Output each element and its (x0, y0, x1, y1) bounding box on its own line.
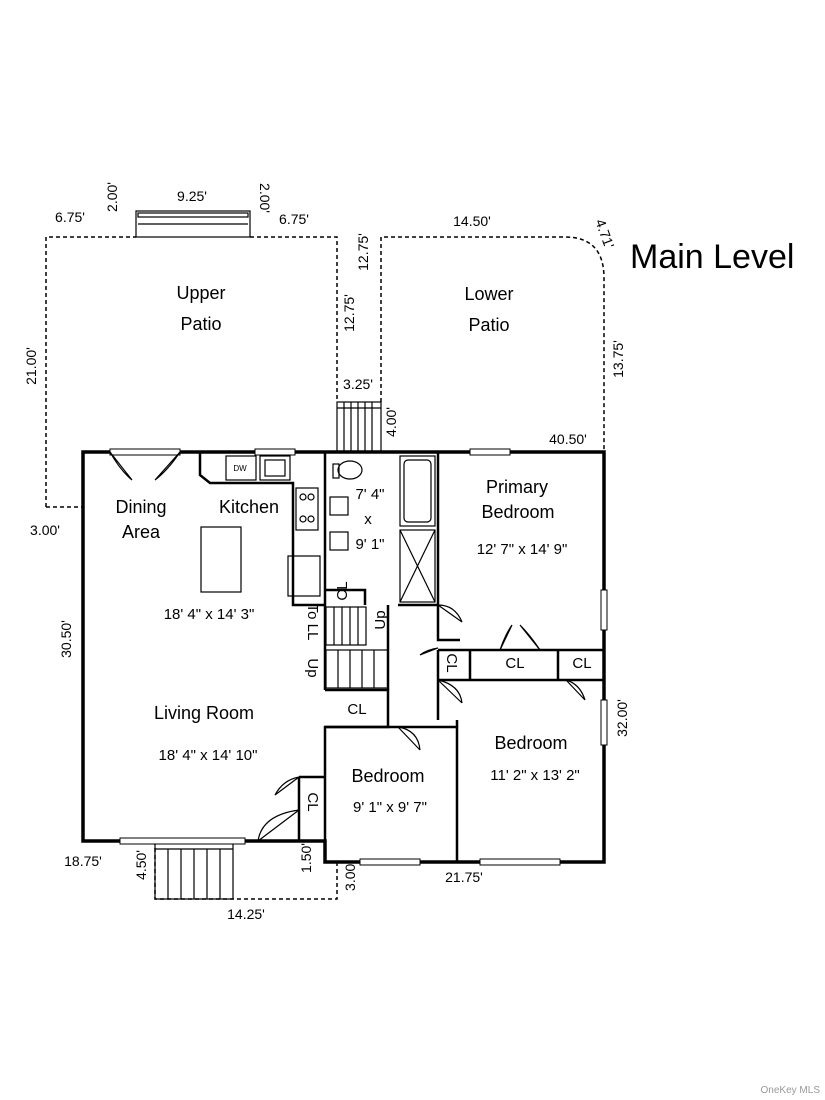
lower-patio-label-2: Patio (468, 315, 509, 335)
dim-upper-left-side: 21.00' (23, 347, 39, 385)
kitchen-size: 18' 4" x 14' 3" (164, 606, 255, 623)
primary-size: 12' 7" x 14' 9" (477, 541, 568, 558)
windows (109, 448, 608, 866)
upper-patio-label-2: Patio (180, 314, 221, 334)
watermark: OneKey MLS (761, 1085, 821, 1096)
dim-upper-right-side: 12.75' (341, 294, 357, 332)
kitchen-appliances (225, 455, 321, 597)
dim-step-right: 2.00' (257, 183, 273, 213)
interior-stairs (325, 606, 389, 689)
bedroom2-label: Bedroom (494, 733, 567, 753)
bedroom3-size: 9' 1" x 9' 7" (353, 799, 427, 816)
dim-upper-left: 6.75' (55, 209, 85, 225)
bedroom2-size: 11' 2" x 13' 2" (490, 767, 580, 784)
closet-primary: CL (505, 655, 524, 672)
patio-steps (336, 401, 382, 453)
dim-lower-corner: 4.71' (592, 217, 617, 251)
living-label: Living Room (154, 703, 254, 723)
title: Main Level (630, 238, 794, 276)
primary-label-2: Bedroom (481, 502, 554, 522)
dim-patio-offset: 3.00' (30, 522, 60, 538)
dim-house-width: 40.50' (549, 431, 587, 447)
dim-step-left: 2.00' (104, 182, 120, 212)
bedroom3-label: Bedroom (351, 766, 424, 786)
dim-upper-right: 6.75' (279, 211, 309, 227)
primary-label-1: Primary (486, 477, 548, 497)
dim-right-depth: 32.00' (614, 699, 630, 737)
dim-front-stoop: 3.00' (342, 861, 358, 891)
dim-front-steps-depth: 4.50' (133, 850, 149, 880)
dim-left-depth: 30.50' (58, 620, 74, 658)
dim-bottom-left: 18.75' (64, 853, 102, 869)
dim-front-offset: 1.50' (298, 843, 314, 873)
to-lower-level-label: To LL (304, 604, 321, 641)
dim-top-steps: 9.25' (177, 188, 207, 204)
bath-size-3: 9' 1" (355, 536, 384, 553)
bath-size-1: 7' 4" (355, 486, 384, 503)
up-label-2: Up (304, 658, 321, 677)
bath-fixtures (329, 455, 436, 603)
dim-lower-right-side: 13.75' (610, 340, 626, 378)
closet-bedroom2: CL (572, 655, 591, 672)
door-swings (109, 451, 586, 842)
up-label-1: Up (372, 610, 389, 629)
dining-label-1: Dining (115, 497, 166, 517)
upper-patio-label-1: Upper (176, 283, 225, 303)
dim-lower-top: 14.50' (453, 213, 491, 229)
upper-patio-outline (45, 210, 338, 508)
lower-patio-label-1: Lower (464, 284, 513, 304)
kitchen-island (200, 526, 242, 593)
dim-patio-steps: 3.25' (343, 376, 373, 392)
kitchen-label: Kitchen (219, 497, 279, 517)
dim-bottom-right: 21.75' (445, 869, 483, 885)
dining-label-2: Area (122, 522, 161, 542)
closet-entry: CL (304, 792, 321, 811)
dishwasher-label: DW (233, 464, 247, 473)
dim-front-width: 14.25' (227, 906, 265, 922)
bath-size-2: x (364, 511, 372, 528)
dim-lower-left-upper: 12.75' (355, 233, 371, 271)
closet-bedroom3: CL (347, 701, 366, 718)
dim-patio-step-depth: 4.00' (383, 407, 399, 437)
living-size: 18' 4" x 14' 10" (159, 747, 258, 764)
closet-hall: CL (443, 653, 460, 672)
closet-bath: CL (334, 581, 351, 600)
lower-patio-outline (380, 236, 605, 452)
